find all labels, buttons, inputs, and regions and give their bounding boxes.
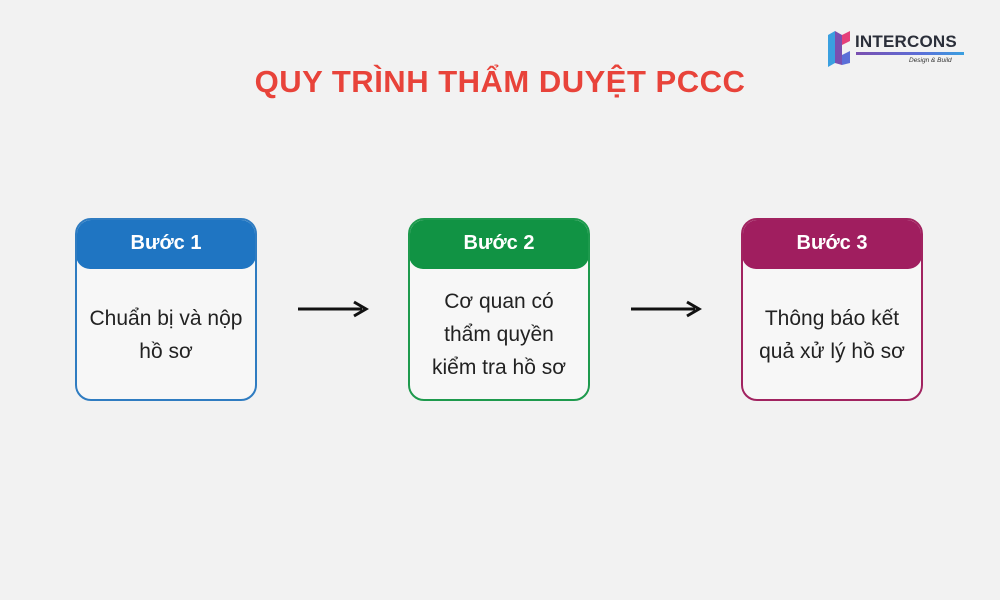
logo-tagline: Design & Build <box>909 57 952 64</box>
step-card-1: Bước 1 Chuẩn bị và nộp hồ sơ <box>75 218 257 401</box>
step-text-2: Cơ quan có thẩm quyền kiểm tra hồ sơ <box>432 290 566 379</box>
step-card-2: Bước 2 Cơ quan có thẩm quyền kiểm tra hồ… <box>408 218 590 401</box>
step-text-1: Chuẩn bị và nộp hồ sơ <box>89 306 243 363</box>
step-label-3: Bước 3 <box>743 220 921 269</box>
step-card-3: Bước 3 Thông báo kết quả xử lý hồ sơ <box>741 218 923 401</box>
arrow-right-icon <box>298 300 369 318</box>
logo-name: INTERCONS <box>855 32 957 51</box>
brand-logo: INTERCONS Design & Build <box>826 27 966 69</box>
step-label-2: Bước 2 <box>410 220 588 269</box>
logo-underline <box>856 52 964 55</box>
arrow-right-icon <box>631 300 702 318</box>
page-title: QUY TRÌNH THẨM DUYỆT PCCC <box>254 64 746 99</box>
intercons-logo-icon <box>828 31 850 67</box>
step-text-3: Thông báo kết quả xử lý hồ sơ <box>759 306 905 363</box>
step-label-1: Bước 1 <box>77 220 255 269</box>
